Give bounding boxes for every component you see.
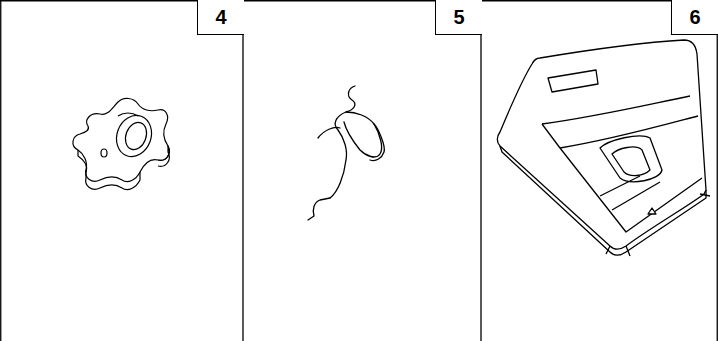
callout-number: 5 bbox=[435, 0, 482, 35]
cover-plate bbox=[497, 40, 710, 256]
wire-spring bbox=[308, 86, 384, 220]
star-knob bbox=[73, 98, 169, 189]
callout-number: 4 bbox=[197, 0, 244, 35]
callout-number: 6 bbox=[671, 0, 718, 35]
